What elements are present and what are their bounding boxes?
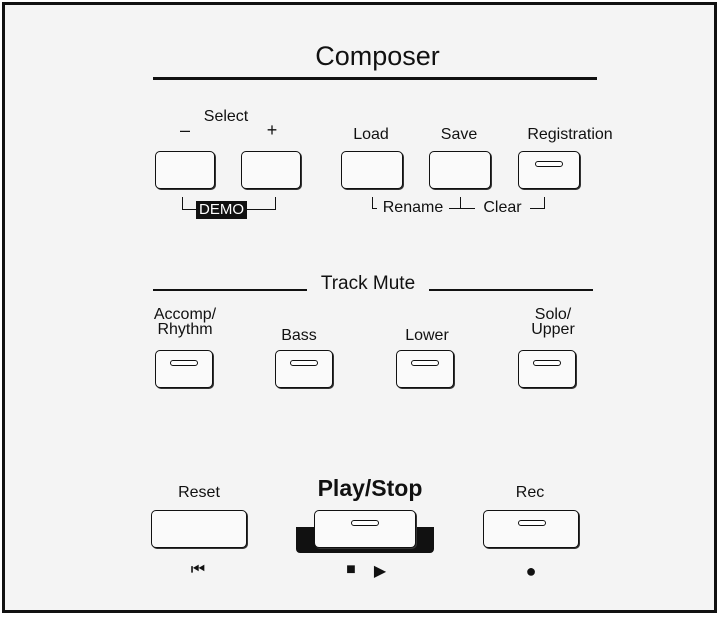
rec-indicator bbox=[518, 520, 546, 526]
reset-label: Reset bbox=[178, 484, 220, 501]
reset-to-start-icon: ⏮ bbox=[190, 561, 206, 578]
load-label: Load bbox=[353, 126, 389, 143]
load-button[interactable] bbox=[341, 151, 403, 189]
track-mute-rule-right bbox=[429, 289, 593, 291]
registration-button[interactable] bbox=[518, 151, 580, 189]
composer-panel: Composer Select – + DEMO Load Save Regis… bbox=[2, 2, 717, 613]
demo-label: DEMO bbox=[196, 201, 247, 219]
lower-indicator bbox=[411, 360, 439, 366]
solo-upper-button[interactable] bbox=[518, 350, 576, 388]
track-mute-rule-left bbox=[153, 289, 307, 291]
composer-title-rule bbox=[153, 77, 597, 80]
select-minus-button[interactable] bbox=[155, 151, 215, 189]
play-stop-label: Play/Stop bbox=[317, 475, 423, 501]
registration-indicator bbox=[535, 161, 563, 167]
save-button[interactable] bbox=[429, 151, 491, 189]
accomp-label: Accomp/ Rhythm bbox=[153, 306, 217, 338]
solo-upper-indicator bbox=[533, 360, 561, 366]
stop-icon: ■ bbox=[346, 561, 356, 578]
lower-button[interactable] bbox=[396, 350, 454, 388]
select-plus-button[interactable] bbox=[241, 151, 301, 189]
play-icon: ▶ bbox=[373, 563, 387, 580]
bass-button[interactable] bbox=[275, 350, 333, 388]
select-minus-label: – bbox=[179, 120, 190, 140]
play-stop-indicator bbox=[351, 520, 379, 526]
record-icon: ● bbox=[525, 561, 537, 581]
play-stop-button[interactable] bbox=[314, 510, 416, 548]
rec-button[interactable] bbox=[483, 510, 579, 548]
registration-label: Registration bbox=[527, 126, 613, 143]
select-label: Select bbox=[203, 108, 249, 125]
composer-title: Composer bbox=[315, 41, 440, 71]
accomp-rhythm-indicator bbox=[170, 360, 198, 366]
rec-label: Rec bbox=[515, 484, 545, 501]
track-mute-title: Track Mute bbox=[320, 273, 416, 294]
lower-label: Lower bbox=[405, 327, 449, 344]
select-plus-label: + bbox=[266, 120, 278, 140]
solo-label: Solo/ Upper bbox=[531, 306, 575, 338]
bass-label: Bass bbox=[281, 327, 317, 344]
bass-indicator bbox=[290, 360, 318, 366]
reset-button[interactable] bbox=[151, 510, 247, 548]
clear-label: Clear bbox=[475, 199, 530, 216]
accomp-rhythm-button[interactable] bbox=[155, 350, 213, 388]
save-label: Save bbox=[440, 126, 478, 143]
rename-label: Rename bbox=[377, 199, 449, 216]
